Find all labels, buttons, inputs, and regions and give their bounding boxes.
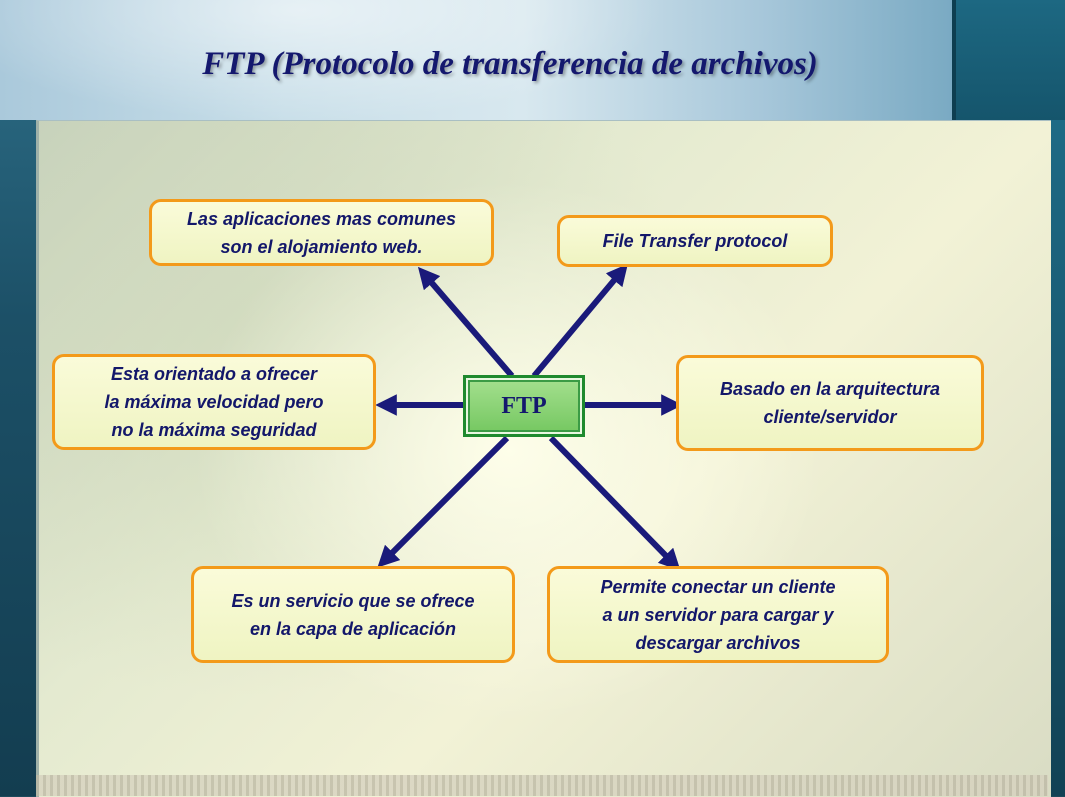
arrow-to-top-right xyxy=(531,263,628,378)
bottom-decor-strip xyxy=(36,775,1048,796)
node-top-left: Las aplicaciones mas comunes son el aloj… xyxy=(149,199,494,266)
right-decor-strip xyxy=(1048,120,1065,796)
node-middle-left: Esta orientado a ofrecer la máxima veloc… xyxy=(52,354,376,450)
arrow-to-top-left xyxy=(417,266,515,378)
node-top-right: File Transfer protocol xyxy=(557,215,833,267)
top-right-decor-block xyxy=(952,0,1065,120)
node-bottom-left: Es un servicio que se ofrece en la capa … xyxy=(191,566,515,663)
left-decor-strip xyxy=(0,0,40,796)
title-band xyxy=(0,0,952,120)
arrow-to-bottom-left xyxy=(377,435,510,568)
node-middle-right: Basado en la arquitectura cliente/servid… xyxy=(676,355,984,451)
arrow-to-bottom-right xyxy=(548,435,681,571)
center-node-ftp: FTP xyxy=(463,375,585,437)
node-bottom-right: Permite conectar un cliente a un servido… xyxy=(547,566,889,663)
slide-title: FTP (Protocolo de transferencia de archi… xyxy=(202,46,818,82)
